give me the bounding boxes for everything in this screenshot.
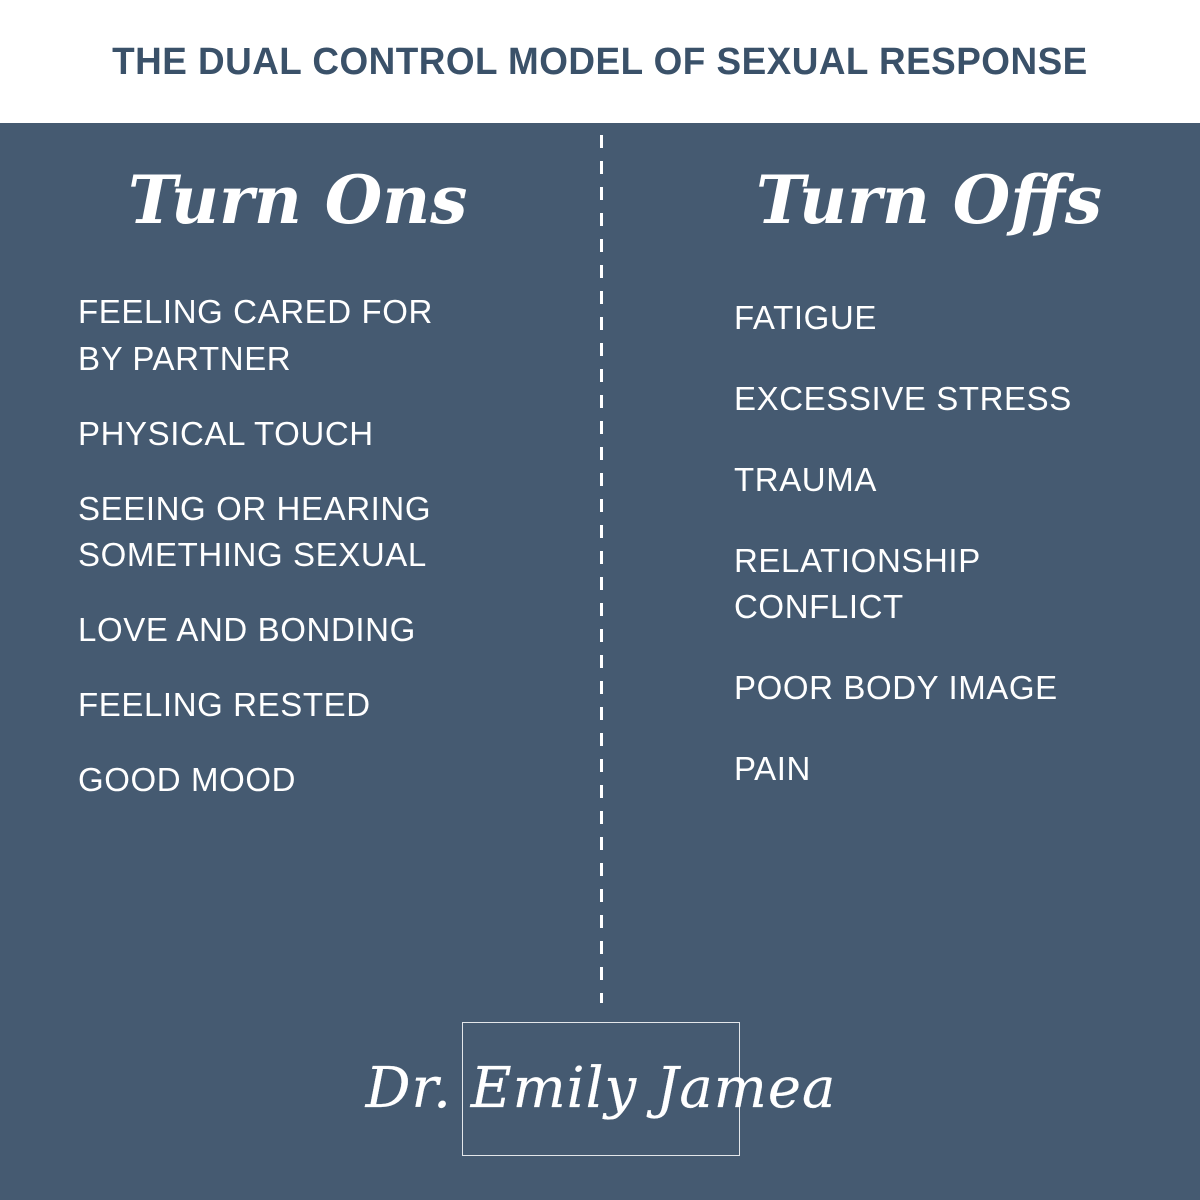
list-item: RELATIONSHIP CONFLICT	[734, 541, 981, 626]
content-board: Turn Ons FEELING CARED FOR BY PARTNER PH…	[0, 123, 1200, 1200]
vertical-dashed-divider	[600, 135, 603, 1003]
column-heading-turn-offs: Turn Offs	[756, 161, 1103, 239]
signature-text: Dr. Emily Jamea	[365, 1056, 837, 1121]
column-turn-offs: Turn Offs FATIGUE EXCESSIVE STRESS TRAUM…	[734, 123, 1154, 827]
list-item: EXCESSIVE STRESS	[734, 379, 1072, 417]
turn-ons-list: FEELING CARED FOR BY PARTNER PHYSICAL TO…	[78, 289, 578, 804]
header-band: THE DUAL CONTROL MODEL OF SEXUAL RESPONS…	[0, 0, 1200, 123]
list-item: SEEING OR HEARING SOMETHING SEXUAL	[78, 489, 432, 574]
list-item: PAIN	[734, 750, 811, 788]
logo-frame	[462, 1022, 740, 1156]
list-item: FEELING RESTED	[78, 686, 371, 724]
list-item: LOVE AND BONDING	[78, 611, 416, 649]
page-title: THE DUAL CONTROL MODEL OF SEXUAL RESPONS…	[112, 40, 1088, 83]
column-turn-ons: Turn Ons FEELING CARED FOR BY PARTNER PH…	[78, 123, 578, 832]
column-heading-turn-ons: Turn Ons	[128, 161, 468, 239]
list-item: PHYSICAL TOUCH	[78, 414, 374, 452]
list-item: FATIGUE	[734, 299, 877, 336]
list-item: POOR BODY IMAGE	[734, 669, 1058, 707]
list-item: FEELING CARED FOR BY PARTNER	[78, 293, 433, 377]
turn-offs-list: FATIGUE EXCESSIVE STRESS TRAUMA RELATION…	[734, 295, 1154, 793]
list-item: TRAUMA	[734, 460, 877, 498]
brand-logo: Dr. Emily Jamea	[365, 1022, 836, 1156]
list-item: GOOD MOOD	[78, 761, 297, 799]
